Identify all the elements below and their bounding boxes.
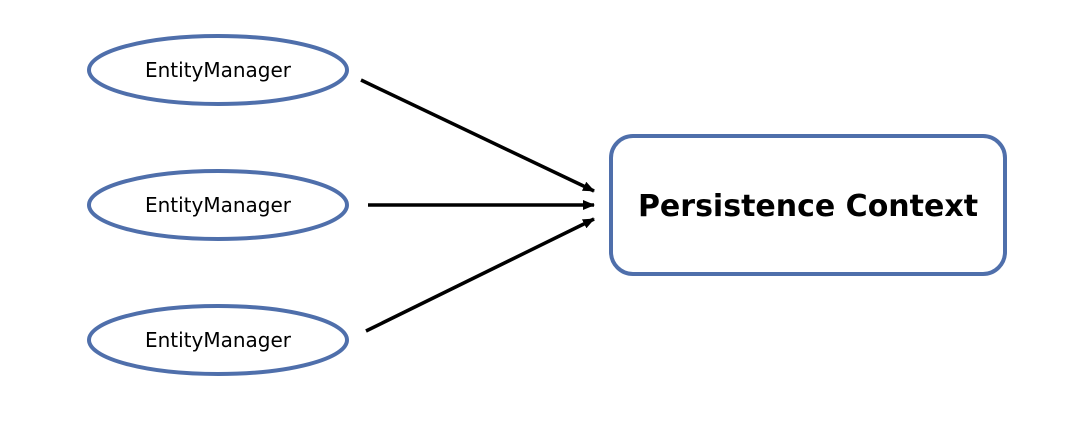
entity-manager-label-1: EntityManager bbox=[145, 58, 292, 82]
entity-manager-label-2: EntityManager bbox=[145, 193, 292, 217]
entity-manager-label-3: EntityManager bbox=[145, 328, 292, 352]
entity-manager-ellipse-1 bbox=[87, 34, 349, 106]
entity-manager-node-1: EntityManager bbox=[87, 34, 349, 106]
arrow-3 bbox=[365, 217, 595, 333]
persistence-context-box bbox=[609, 134, 1007, 276]
entity-manager-node-3: EntityManager bbox=[87, 304, 349, 376]
persistence-context-label: Persistence Context bbox=[638, 189, 978, 224]
entity-manager-ellipse-2 bbox=[87, 169, 349, 241]
persistence-context-node: Persistence Context bbox=[609, 134, 1007, 276]
entity-manager-ellipse-3 bbox=[87, 304, 349, 376]
arrow-1 bbox=[360, 78, 595, 193]
entity-manager-node-2: EntityManager bbox=[87, 169, 349, 241]
